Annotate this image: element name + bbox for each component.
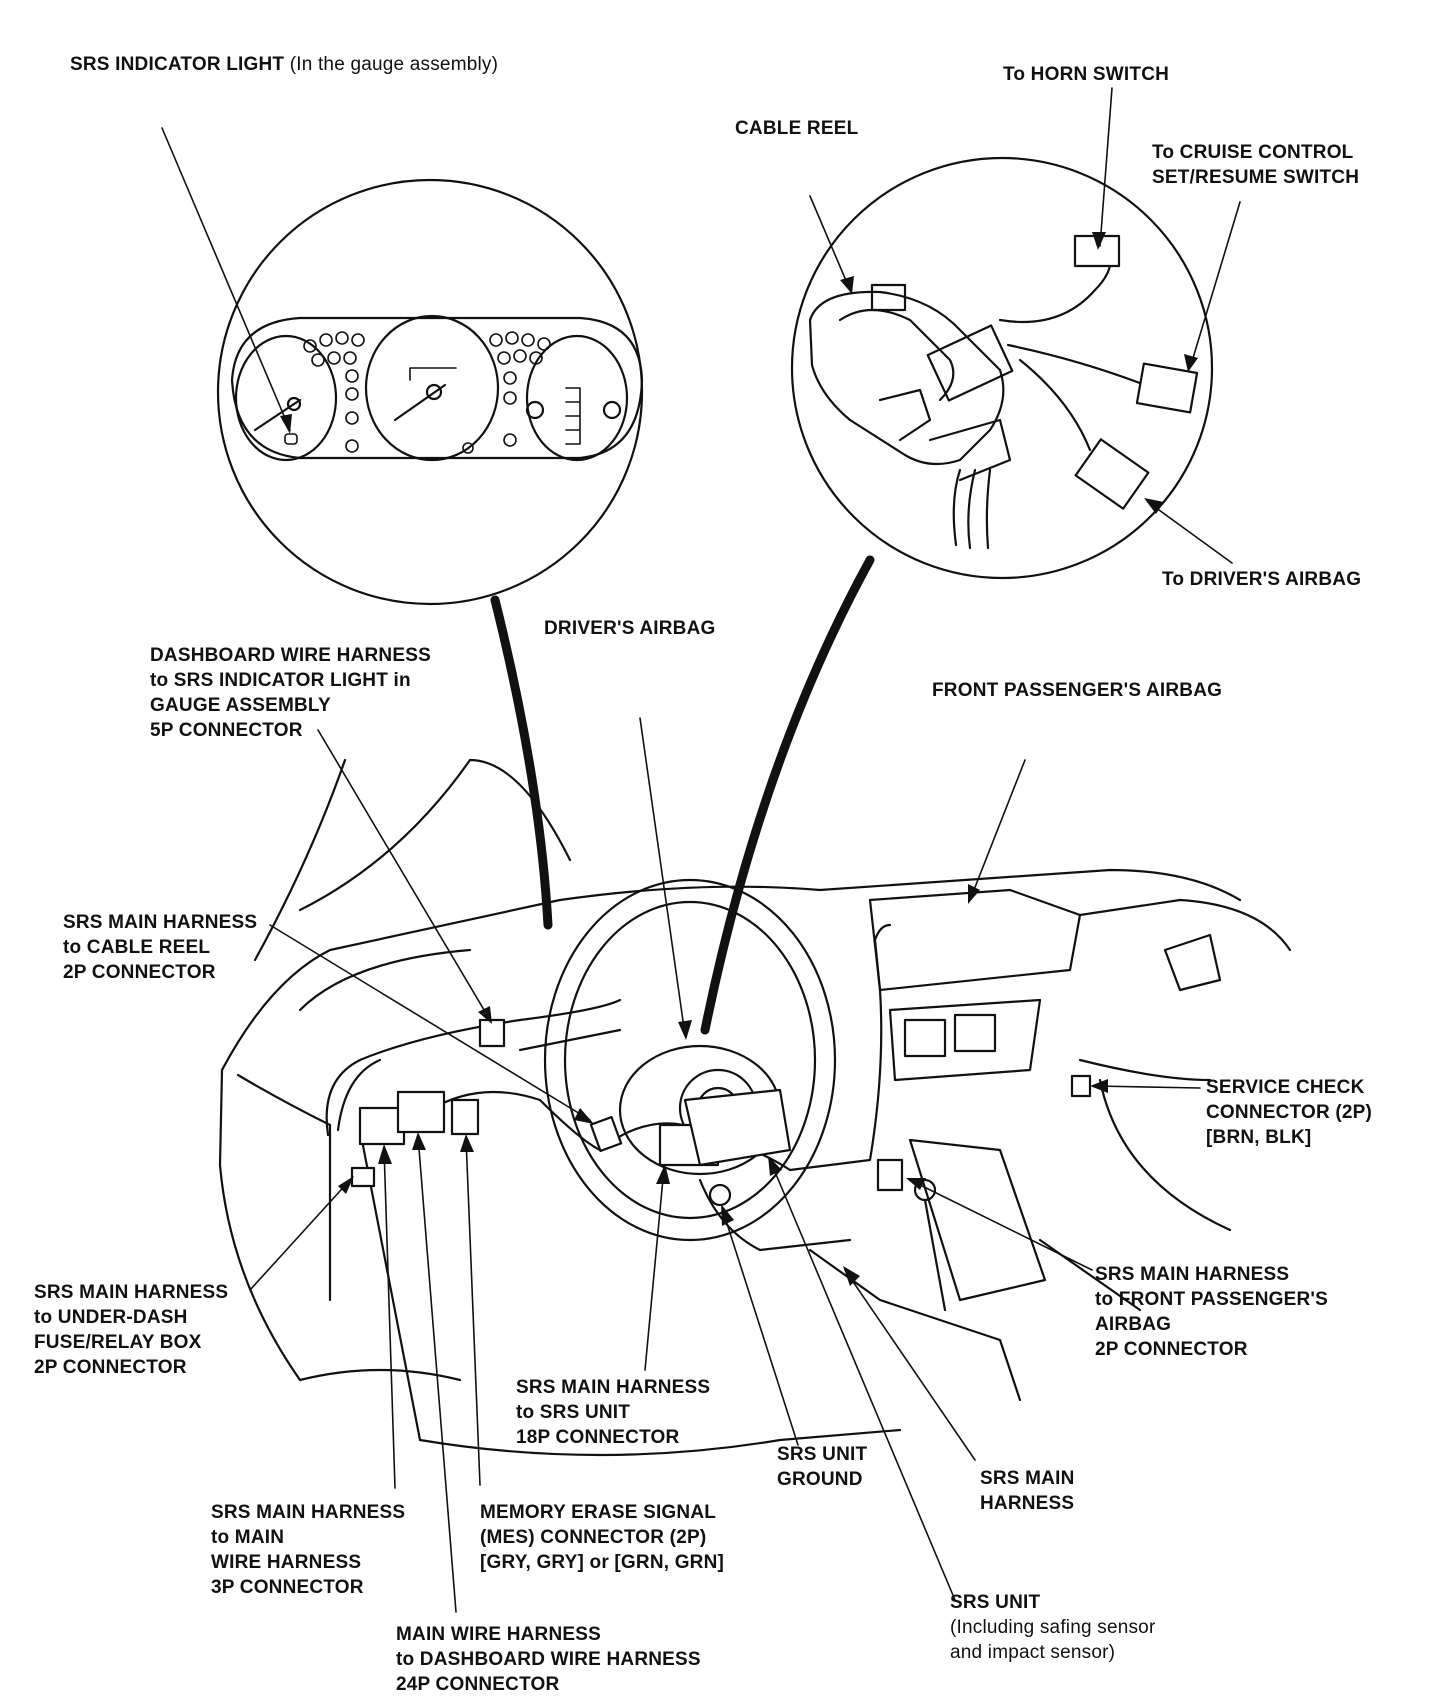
to-drivers-airbag-label: To DRIVER'S AIRBAG [1162, 569, 1362, 590]
srs-main-cable-reel-label: SRS MAIN HARNESS to CABLE REEL 2P CONNEC… [63, 912, 258, 983]
main-wire-24p-connector-icon [396, 1090, 446, 1134]
srs-main-main-wire-label: SRS MAIN HARNESS to MAIN WIRE HARNESS 3P… [211, 1502, 406, 1598]
srs-unit-ground-icon [708, 1183, 732, 1207]
srs-main-srs-unit-label: SRS MAIN HARNESS to SRS UNIT 18P CONNECT… [516, 1377, 711, 1448]
front-passenger-2p-connector-icon [876, 1158, 904, 1192]
gauge-assembly-detail [216, 178, 644, 606]
dashboard-drawing [218, 758, 1292, 1457]
to-horn-switch-label: To HORN SWITCH [1003, 64, 1170, 85]
service-check-connector-label: SERVICE CHECK CONNECTOR (2P) [BRN, BLK] [1206, 1077, 1373, 1148]
srs-main-underdash-label: SRS MAIN HARNESS to UNDER-DASH FUSE/RELA… [34, 1282, 229, 1378]
cable-reel-label: CABLE REEL [735, 118, 859, 139]
drivers-airbag-label: DRIVER'S AIRBAG [544, 618, 716, 639]
front-passenger-airbag-label: FRONT PASSENGER'S AIRBAG [932, 680, 1223, 701]
memory-erase-signal-label: MEMORY ERASE SIGNAL (MES) CONNECTOR (2P)… [480, 1502, 725, 1573]
srs-indicator-light-label: SRS INDICATOR LIGHT (In the gauge assemb… [70, 54, 499, 75]
cable-reel-2p-connector-icon [589, 1115, 623, 1153]
srs-indicator-lamp-icon [284, 433, 298, 445]
dashboard-wire-harness-label: DASHBOARD WIRE HARNESS to SRS INDICATOR … [150, 645, 431, 741]
main-wire-dashboard-label: MAIN WIRE HARNESS to DASHBOARD WIRE HARN… [396, 1624, 701, 1695]
leader-lines [161, 87, 1241, 1613]
drivers-airbag-connector-icon [1074, 438, 1150, 510]
cruise-switch-connector-icon [1135, 362, 1199, 414]
srs-unit-icon [683, 1088, 792, 1167]
mes-connector-icon [450, 1098, 480, 1136]
horn-switch-connector-icon [1073, 234, 1121, 268]
to-cruise-control-label: To CRUISE CONTROL SET/RESUME SWITCH [1152, 142, 1360, 188]
srs-unit-ground-label: SRS UNIT GROUND [777, 1444, 868, 1490]
cable-reel-detail [790, 156, 1214, 580]
service-check-connector-icon [1070, 1074, 1092, 1098]
srs-main-front-passenger-label: SRS MAIN HARNESS to FRONT PASSENGER'S AI… [1095, 1264, 1329, 1360]
srs-main-harness-label: SRS MAIN HARNESS [980, 1468, 1075, 1514]
underdash-2p-connector-icon [350, 1166, 376, 1188]
srs-unit-label: SRS UNIT (Including safing sensor and im… [950, 1592, 1156, 1663]
gauge-5p-connector-icon [478, 1018, 506, 1048]
